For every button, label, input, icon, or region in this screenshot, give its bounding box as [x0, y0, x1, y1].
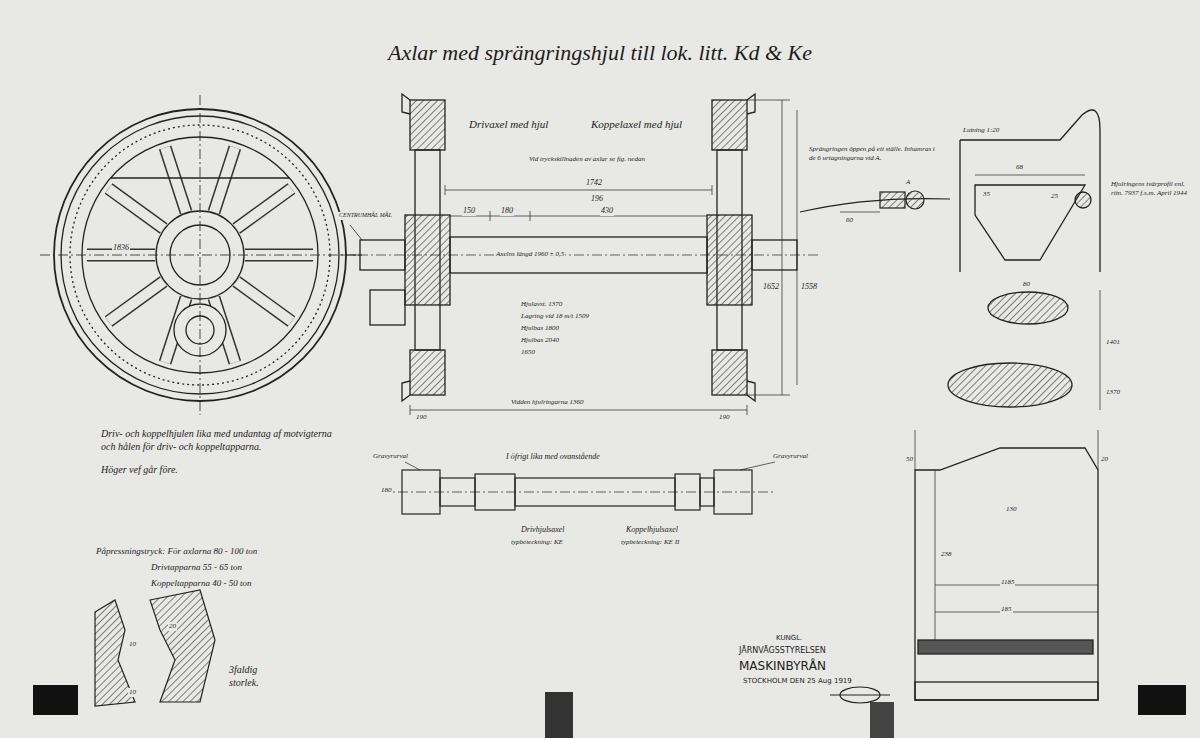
drawing-label: 3faldig storlek. [228, 664, 290, 689]
drawing-label: A [905, 178, 911, 187]
drawing-label: 50 [905, 455, 914, 464]
drawing-label: Koppelhjulsaxel [625, 525, 679, 535]
axle-with-wheels [340, 94, 820, 401]
drawing-label: 10 [128, 640, 137, 649]
drawing-label: 20 [168, 622, 177, 631]
drawing-label: 10 [128, 688, 137, 697]
drawing-label: 25 [1050, 192, 1059, 201]
drawing-label: 180 [500, 206, 514, 216]
drawing-label: 1401 [1105, 338, 1121, 347]
drawing-label: Gravyrurval [772, 452, 809, 461]
drawing-title: Axlar med sprängringshjul till lok. litt… [0, 40, 1200, 66]
drawing-label: 150 [462, 206, 476, 216]
drawing-label: Vid tryckskillnaden av axlar se fig. ned… [528, 155, 646, 164]
drawing-label: Vidden hjulringarna 1360 [510, 398, 585, 407]
drawing-label: Gravyrurval [372, 452, 409, 461]
drawing-label: 196 [590, 194, 604, 204]
drawing-label: 130 [1005, 505, 1018, 514]
drawing-label: 430 [600, 206, 614, 216]
drawing-label: 35 [982, 190, 991, 199]
drawing-label: 68 [1015, 163, 1024, 172]
tape-marks [33, 685, 1186, 738]
drawing-label: CENTRUMHÅL MÅL [338, 212, 393, 220]
drawing-label: Drivhjulsaxel [520, 525, 566, 535]
drawing-label: Drivaxel med hjul [468, 118, 549, 132]
drawing-label: Axelns längd 1960 ± 0,5 [495, 250, 565, 259]
drawing-label: 1185 [1000, 578, 1015, 587]
drawing-label: 190 [718, 413, 731, 422]
drawing-label: Hjulringens tvärprofil enl. ritn. 7937 f… [1110, 180, 1192, 198]
drawing-label: MASKINBYRÅN [738, 659, 827, 674]
drawing-label: typbeteckning: KE [510, 538, 564, 547]
drawing-label: Höger vef går före. [100, 464, 179, 477]
tyre-profile [915, 110, 1100, 700]
drawing-label: Lagring vid 18 m/t 1509 [520, 312, 590, 321]
drawing-label: typbeteckning: KE II [620, 538, 680, 547]
drawing-label: 185 [1000, 605, 1013, 614]
drawing-label: Hjulbas 1800 [520, 324, 560, 333]
dimension-lines [410, 100, 797, 415]
drawing-label: 1652 [762, 282, 780, 292]
axle-detail [380, 462, 775, 514]
drawing-label: Koppelaxel med hjul [590, 118, 683, 132]
drawing-label: 1370 [1105, 388, 1121, 397]
drawing-label: 1836 [112, 243, 130, 253]
drawing-label: Koppeltapparna 40 - 50 ton [150, 578, 253, 589]
drawing-label: Hjulavst. 1370 [520, 300, 563, 309]
drawing-label: Sprängringen öppen på ett ställe. Inhamr… [808, 145, 940, 163]
drawing-label: 190 [415, 413, 428, 422]
drawing-label: 1742 [585, 178, 603, 188]
drawing-label: Påpressningstryck: För axlarna 80 - 100 … [95, 546, 258, 557]
tyre-ring-detail [800, 191, 950, 212]
drawing-label: 80 [1022, 280, 1031, 289]
drawing-label: STOCKHOLM DEN 25 Aug 1919 [742, 677, 853, 686]
drawing-label: 238 [940, 550, 953, 559]
drawing-label: I öfrigt lika med ovanstående [505, 452, 601, 462]
drawing-label: 180 [380, 486, 393, 495]
drawing-label: 60 [845, 216, 854, 225]
drawing-label: Lutning 1:20 [962, 126, 1000, 135]
drawing-label: Drivtapparna 55 - 65 ton [150, 562, 243, 573]
drawing-label: Driv- och koppelhjulen lika med undantag… [100, 428, 337, 453]
drawing-label: 1650 [520, 348, 536, 357]
drawing-label: 20 [1100, 455, 1109, 464]
wheel-elevation [40, 95, 360, 415]
profile-detail [95, 590, 890, 706]
drawing-label: Hjulbas 2040 [520, 336, 560, 345]
drawing-label: KUNGL. [775, 634, 803, 643]
drawing-label: JÄRNVÄGSSTYRELSEN [738, 646, 827, 656]
drawing-label: 1558 [800, 282, 818, 292]
